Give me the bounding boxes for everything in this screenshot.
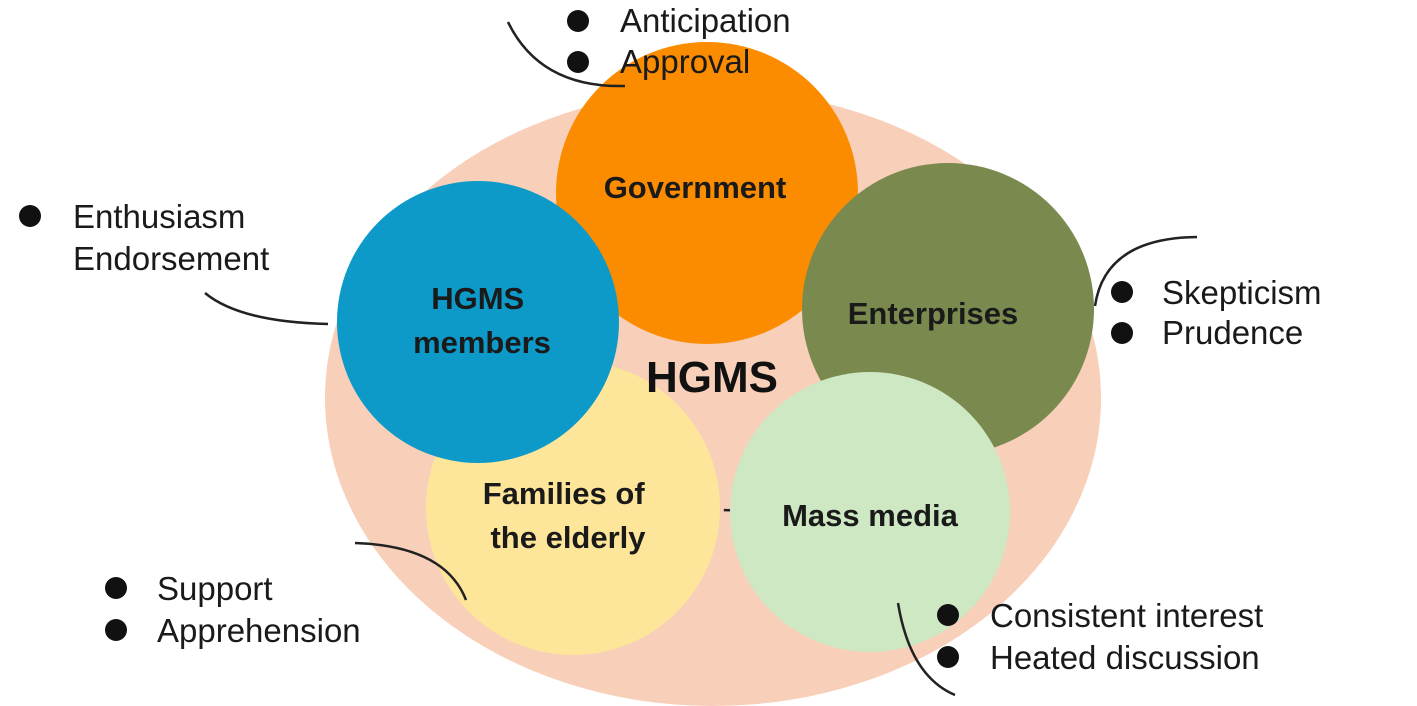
bullet-icon — [19, 205, 41, 227]
mass-media-circle — [730, 372, 1010, 652]
enterprises-callout-line — [1093, 235, 1198, 307]
bullet-icon — [1111, 281, 1133, 303]
bullet-icon — [937, 604, 959, 626]
families-label: Families of the elderly — [483, 476, 654, 555]
government-label: Government — [604, 170, 787, 205]
members-note-2: Endorsement — [73, 240, 269, 277]
enterprises-note-1: Skepticism — [1162, 274, 1322, 311]
families-note-1: Support — [157, 570, 273, 607]
members-callout-line — [204, 292, 329, 326]
enterprises-label: Enterprises — [848, 296, 1019, 331]
hgms-members-circle — [337, 181, 619, 463]
bullet-icon — [105, 577, 127, 599]
government-note-1: Anticipation — [620, 2, 791, 39]
bullet-icon — [937, 646, 959, 668]
enterprises-note-2: Prudence — [1162, 314, 1303, 351]
bullet-icon — [1111, 322, 1133, 344]
families-note-2: Apprehension — [157, 612, 361, 649]
bullet-icon — [567, 10, 589, 32]
government-note-2: Approval — [620, 43, 750, 80]
mass-media-note-2: Heated discussion — [990, 639, 1260, 676]
bullet-icon — [105, 619, 127, 641]
members-note-1: Enthusiasm — [73, 198, 245, 235]
hgms-members-label: HGMS members — [413, 281, 551, 360]
government-circle — [556, 42, 858, 344]
bullet-icon — [567, 51, 589, 73]
center-label: HGMS — [646, 353, 778, 402]
families-callout-line — [354, 541, 468, 601]
mass-media-note-1: Consistent interest — [990, 597, 1263, 634]
mass-media-callout-line — [896, 602, 956, 697]
government-callout-line — [506, 21, 626, 88]
mass-media-label: Mass media — [782, 498, 959, 533]
